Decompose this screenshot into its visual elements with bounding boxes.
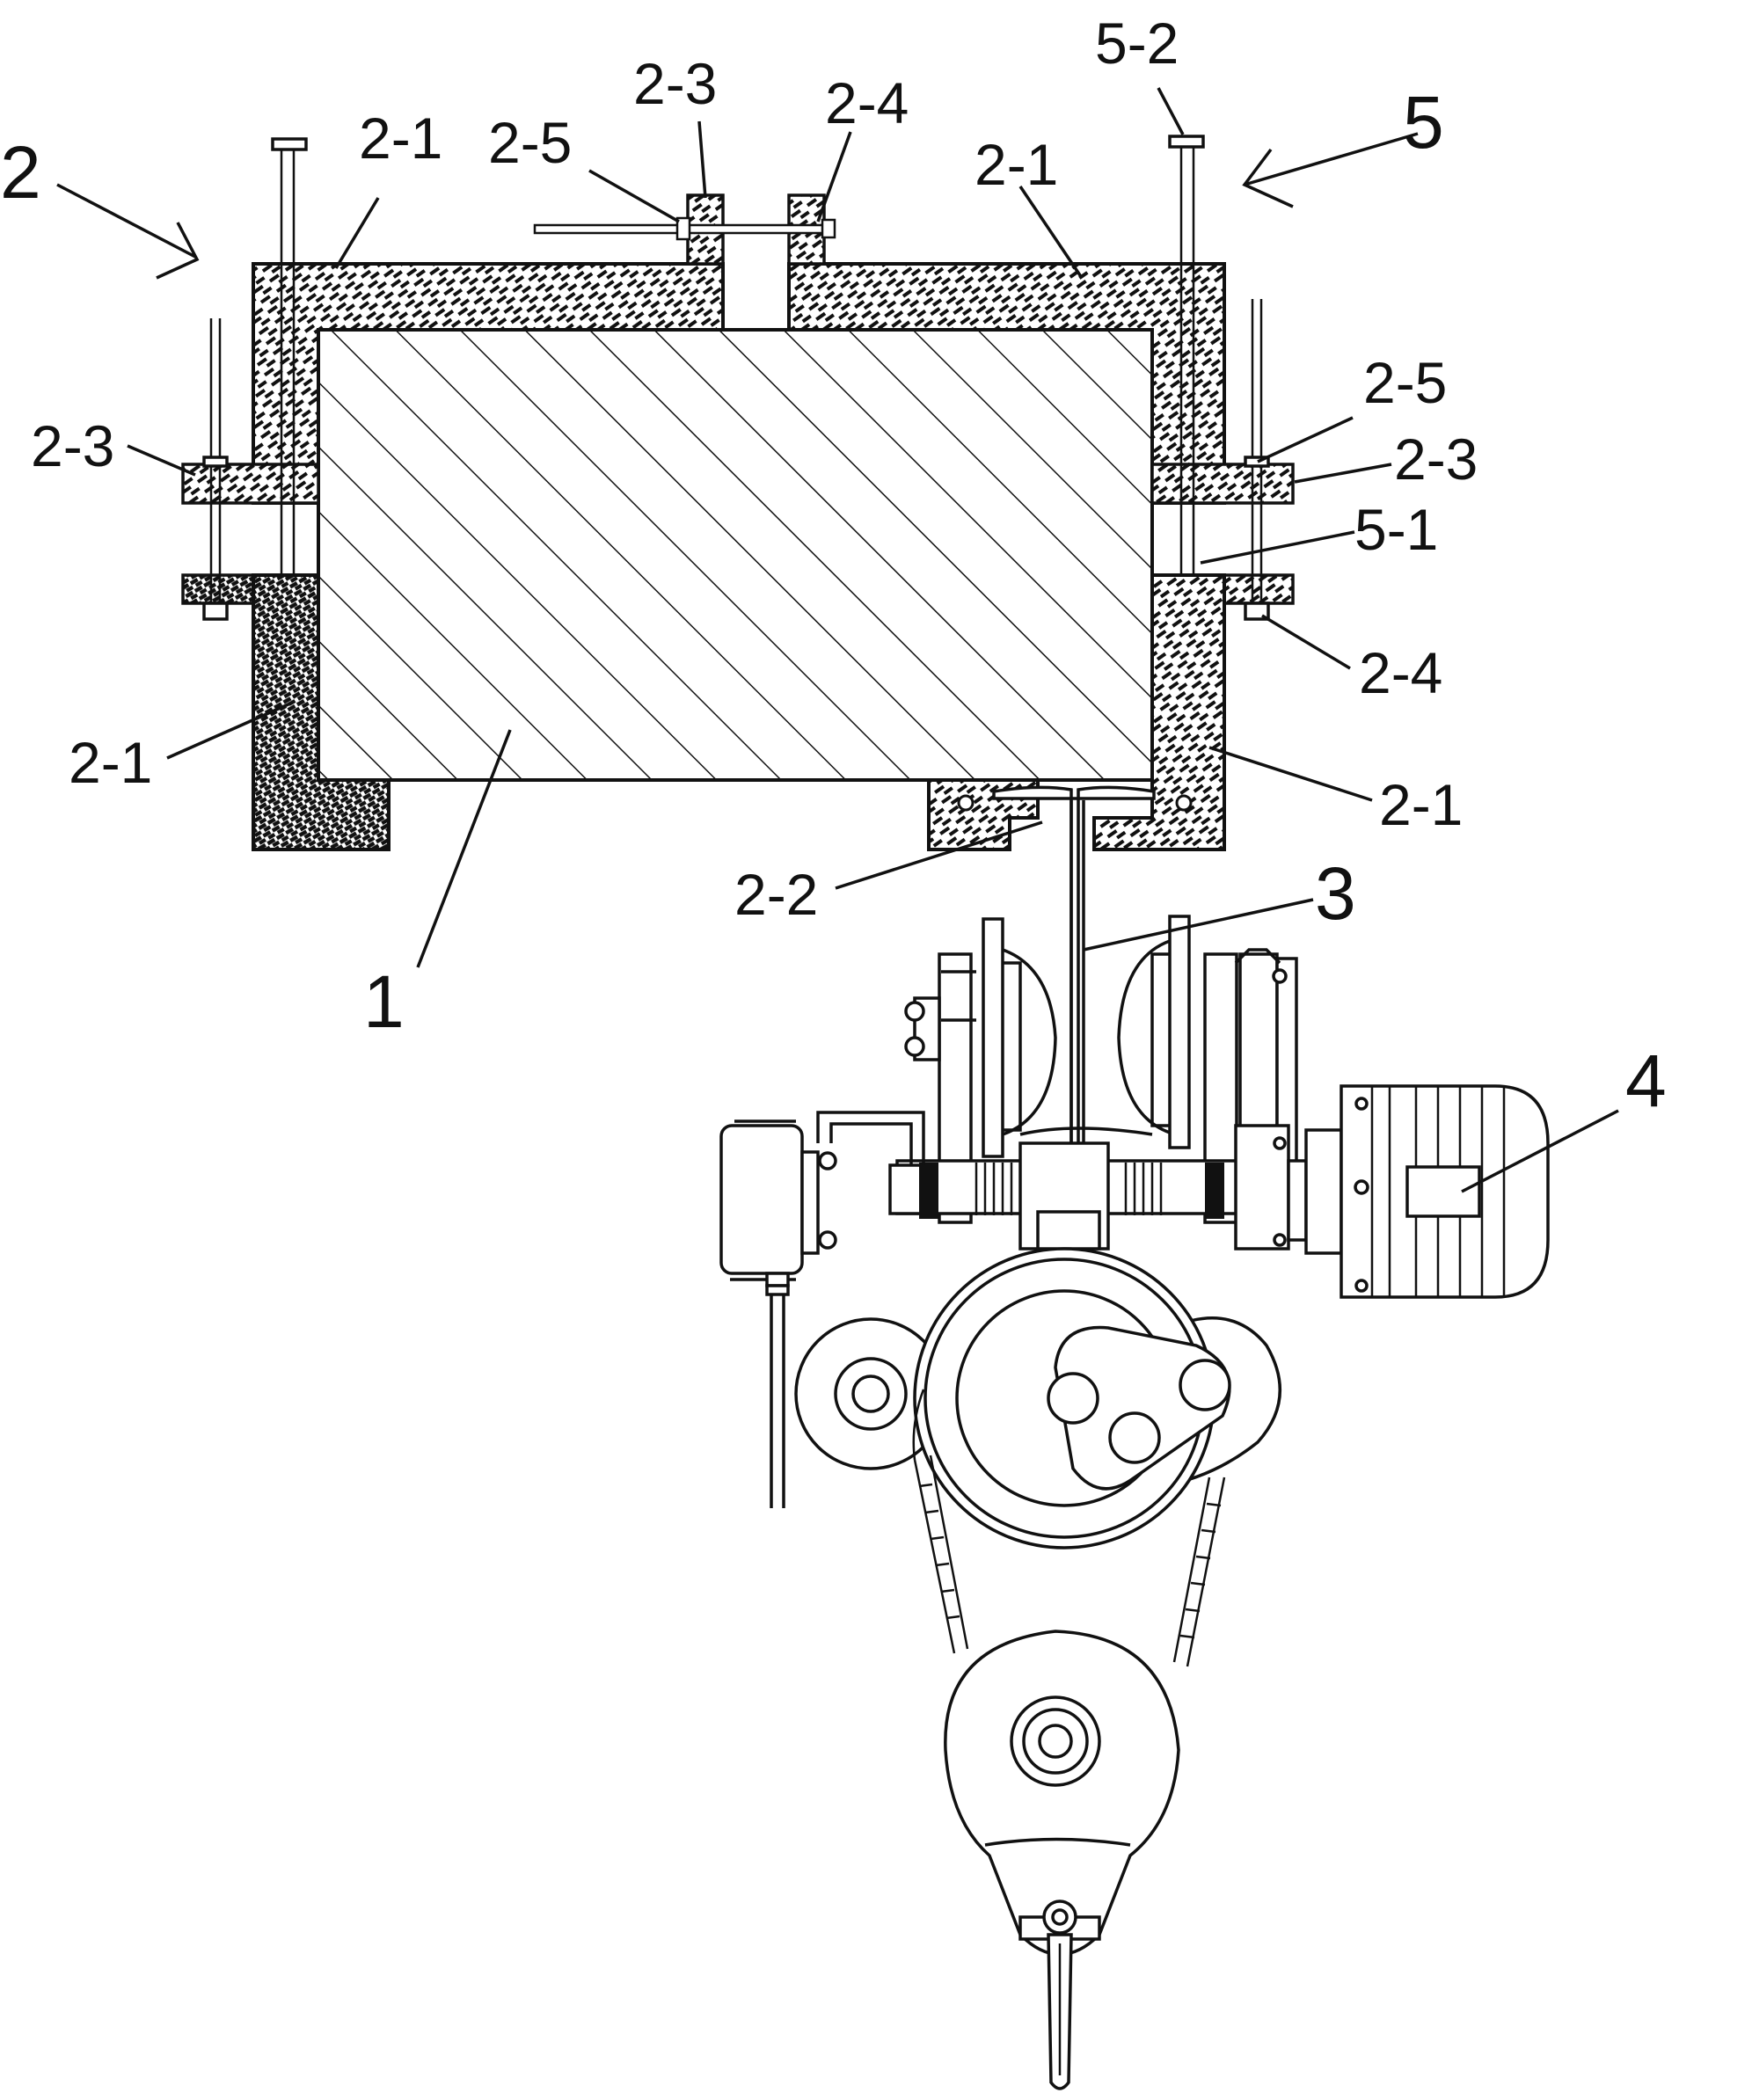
chain-links bbox=[918, 1483, 1222, 1639]
label-2-4-right: 2-4 bbox=[1359, 640, 1442, 705]
load-block bbox=[317, 328, 1154, 782]
top-nut-right bbox=[821, 218, 836, 239]
left-long-bolt-head bbox=[271, 137, 308, 151]
label-5-2: 5-2 bbox=[1095, 11, 1179, 76]
long-bolts bbox=[202, 135, 1270, 621]
label-2-1-top-right: 2-1 bbox=[975, 132, 1058, 197]
motor-nameplate bbox=[1405, 1165, 1481, 1218]
part-labels: 2 2-1 2-5 2-3 2-4 2-1 5-2 5 2-3 2-5 2-3 … bbox=[0, 11, 1667, 1122]
label-2-1-top-left: 2-1 bbox=[359, 106, 442, 171]
label-2-2: 2-2 bbox=[734, 862, 818, 927]
label-3: 3 bbox=[1315, 852, 1356, 935]
left-bolt-nut-bottom bbox=[202, 602, 229, 621]
frame-bottom-left bbox=[252, 573, 391, 851]
label-2-5-top: 2-5 bbox=[488, 110, 572, 175]
frame-bolt-hole-left bbox=[957, 794, 975, 812]
label-2-3-left: 2-3 bbox=[31, 413, 114, 478]
motor bbox=[1304, 1084, 1550, 1299]
label-2-4-top: 2-4 bbox=[825, 70, 909, 135]
label-1: 1 bbox=[363, 960, 405, 1043]
left-upper-flange bbox=[181, 463, 320, 505]
label-5-1: 5-1 bbox=[1354, 497, 1438, 562]
top-nut bbox=[675, 216, 691, 241]
label-2-5-right: 2-5 bbox=[1363, 350, 1447, 415]
label-5: 5 bbox=[1403, 81, 1444, 164]
label-2-1-right: 2-1 bbox=[1379, 772, 1463, 837]
label-2: 2 bbox=[0, 131, 41, 214]
label-4: 4 bbox=[1625, 1039, 1667, 1122]
i-beam-rail bbox=[992, 785, 1156, 1205]
label-2-3-top: 2-3 bbox=[633, 51, 717, 116]
left-bolt-nut-top bbox=[202, 456, 229, 468]
hoist-block bbox=[794, 1247, 1282, 2090]
right-upper-flange bbox=[1150, 463, 1295, 505]
leader-lines bbox=[56, 87, 1619, 1193]
clamp-frame bbox=[181, 193, 1295, 851]
right-long-bolt-head bbox=[1168, 135, 1205, 149]
label-2-1-left: 2-1 bbox=[69, 730, 152, 795]
right-bolt-nut-top bbox=[1244, 456, 1270, 468]
axle-threads bbox=[975, 1163, 1163, 1215]
frame-bolt-hole-right bbox=[1175, 794, 1193, 812]
frame-bottom-right bbox=[1092, 573, 1226, 851]
label-2-3-right: 2-3 bbox=[1394, 427, 1478, 492]
